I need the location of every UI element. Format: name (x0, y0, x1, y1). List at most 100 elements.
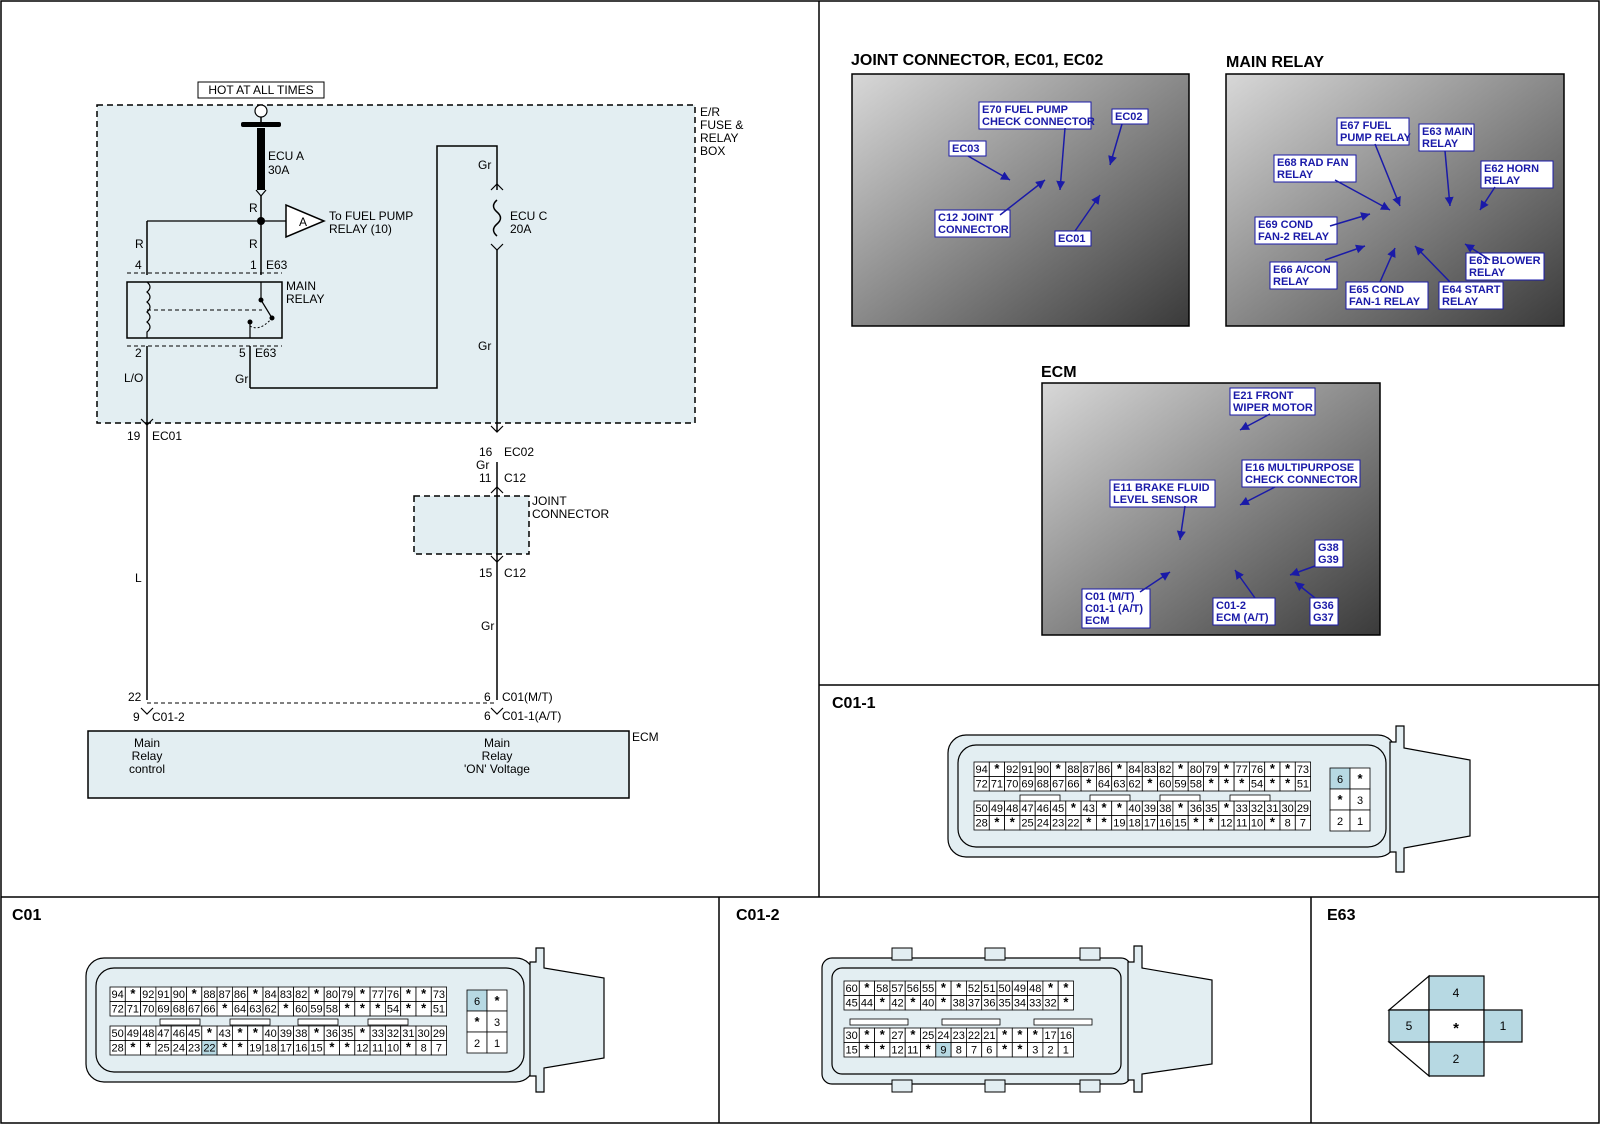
connector-pin-label: 69 (157, 1004, 169, 1016)
connector-pin-label: 1 (1357, 816, 1363, 828)
ecm-main-relay-control-label: control (129, 762, 165, 776)
connector-pin-label: 17 (1144, 818, 1156, 830)
connector-pin-label: 67 (1052, 779, 1064, 791)
connector-pin-label: 33 (372, 1028, 384, 1040)
callout-box (1229, 387, 1316, 416)
connector-pin-label: 48 (142, 1028, 154, 1040)
callout-arrow (1234, 569, 1256, 599)
fuel-pump-ref: RELAY (10) (329, 222, 392, 236)
connector-pin-label: 83 (280, 989, 292, 1001)
connector-pin-label: 46 (173, 1028, 185, 1040)
connector-pin-label: 12 (891, 1045, 903, 1057)
connector-pin-label: * (1224, 800, 1230, 815)
connector-pin-label: 32 (1044, 998, 1056, 1010)
callout-label: E16 MULTIPURPOSE (1245, 462, 1354, 474)
connector-pin-label: * (1337, 792, 1343, 807)
pin-9: 9 (133, 710, 140, 724)
connector-pin-label: * (1178, 761, 1184, 776)
connector-pin-label: 45 (1052, 803, 1064, 815)
connector-pin-label: 22 (968, 1030, 980, 1042)
callout-arrow (1414, 245, 1451, 283)
callout-arrow (1056, 127, 1066, 191)
connector-pin-label: * (1285, 776, 1291, 791)
connector-pin-label: 67 (188, 1004, 200, 1016)
connector-pin-label: * (880, 995, 886, 1010)
fuse-box-label: E/R FUSE & RELAY BOX (700, 105, 743, 158)
connector-pin-label: 40 (265, 1028, 277, 1040)
connector-latch (1127, 945, 1213, 1093)
fuse-ecu-a-name: ECU A (268, 149, 304, 163)
connector-pin-label: 40 (922, 998, 934, 1010)
connector-pin-label: * (207, 1025, 213, 1040)
connector-pin-label: 3 (1357, 795, 1363, 807)
connector-pin-label: 39 (280, 1028, 292, 1040)
connector-pin-label: 8 (956, 1045, 962, 1057)
connector-pin-label: 3 (494, 1017, 500, 1029)
connector-pin-label: 11 (1236, 818, 1247, 830)
connector-pin-label: 6 (474, 996, 480, 1008)
callout-label: FAN-1 RELAY (1349, 296, 1421, 308)
connector-pin (430, 1040, 447, 1056)
wire-color-gr: Gr (481, 619, 494, 633)
connector-pin-label: 79 (341, 989, 353, 1001)
connector-pin-label: 58 (1190, 779, 1202, 791)
wire-color-gr: Gr (235, 372, 248, 386)
connector-pin-label: 51 (983, 983, 995, 995)
connector-pin-label: 88 (1067, 764, 1079, 776)
connector-pin-label: * (1086, 776, 1092, 791)
connector-pin-label: 80 (326, 989, 338, 1001)
panel-borders (0, 0, 1600, 1124)
connector-pin-label: 47 (1021, 803, 1033, 815)
pin-15: 15 (479, 566, 493, 580)
connector-pin-label: 90 (1037, 764, 1049, 776)
connector-pin-label: 72 (112, 1004, 124, 1016)
connector-pin-label: 11 (372, 1043, 383, 1055)
connector-pin-label: 2 (1337, 816, 1343, 828)
callout-arrow (1289, 565, 1316, 577)
callout-box (1269, 261, 1338, 290)
connector-pin (1057, 995, 1074, 1011)
connector-pin-label: 7 (1300, 818, 1306, 830)
connector-pin-label: * (994, 815, 1000, 830)
connector-pin-label: 15 (310, 1043, 322, 1055)
callout-label: G39 (1318, 554, 1339, 566)
ecm-label: ECM (632, 730, 659, 744)
ec01-connector-label: EC01 (152, 429, 182, 443)
connector-pin-label: 8 (421, 1043, 427, 1055)
photo-title: JOINT CONNECTOR, EC01, EC02 (851, 52, 1103, 69)
callout-label: FAN-2 RELAY (1258, 231, 1330, 243)
c01-1-at-connector-label: C01-1(A/T) (502, 709, 561, 723)
connector-pin-label: 82 (1159, 764, 1171, 776)
wire-color-gr: Gr (478, 339, 491, 353)
connector-pin-label: 73 (1297, 764, 1309, 776)
connector-pin-label: * (956, 980, 962, 995)
connector-pin-label: * (994, 761, 1000, 776)
connector-pin-label: 54 (1251, 779, 1263, 791)
callout-box (1254, 216, 1338, 245)
connector-pin-label: 44 (861, 998, 873, 1010)
connector-pin-label: * (222, 1040, 228, 1055)
callout-box (1336, 117, 1410, 146)
connector-pin-label: * (1147, 776, 1153, 791)
connector-pin-label: * (880, 1027, 886, 1042)
connector-pin-label: * (1117, 800, 1123, 815)
connector-title-e63: E63 (1327, 907, 1356, 924)
connector-pin-label: 86 (1098, 764, 1110, 776)
callout-box (1418, 123, 1475, 152)
connector-pin-label: 57 (891, 983, 903, 995)
callout-arrow (1239, 413, 1271, 431)
callout-box (1273, 154, 1357, 183)
connector-pin-label: 88 (203, 989, 215, 1001)
pin-1: 1 (250, 258, 257, 272)
e63-pin-label: 4 (1453, 986, 1460, 1000)
callout-box (1111, 108, 1149, 125)
connector-pin-label: * (238, 1025, 244, 1040)
connector-side-pin (1349, 809, 1371, 832)
connector-pin-label: 54 (387, 1004, 399, 1016)
connector-pin-label: 28 (112, 1043, 124, 1055)
callout-label: EC01 (1058, 233, 1086, 245)
connector-pin-label: * (375, 1001, 381, 1016)
connector-pin (1057, 1042, 1074, 1058)
